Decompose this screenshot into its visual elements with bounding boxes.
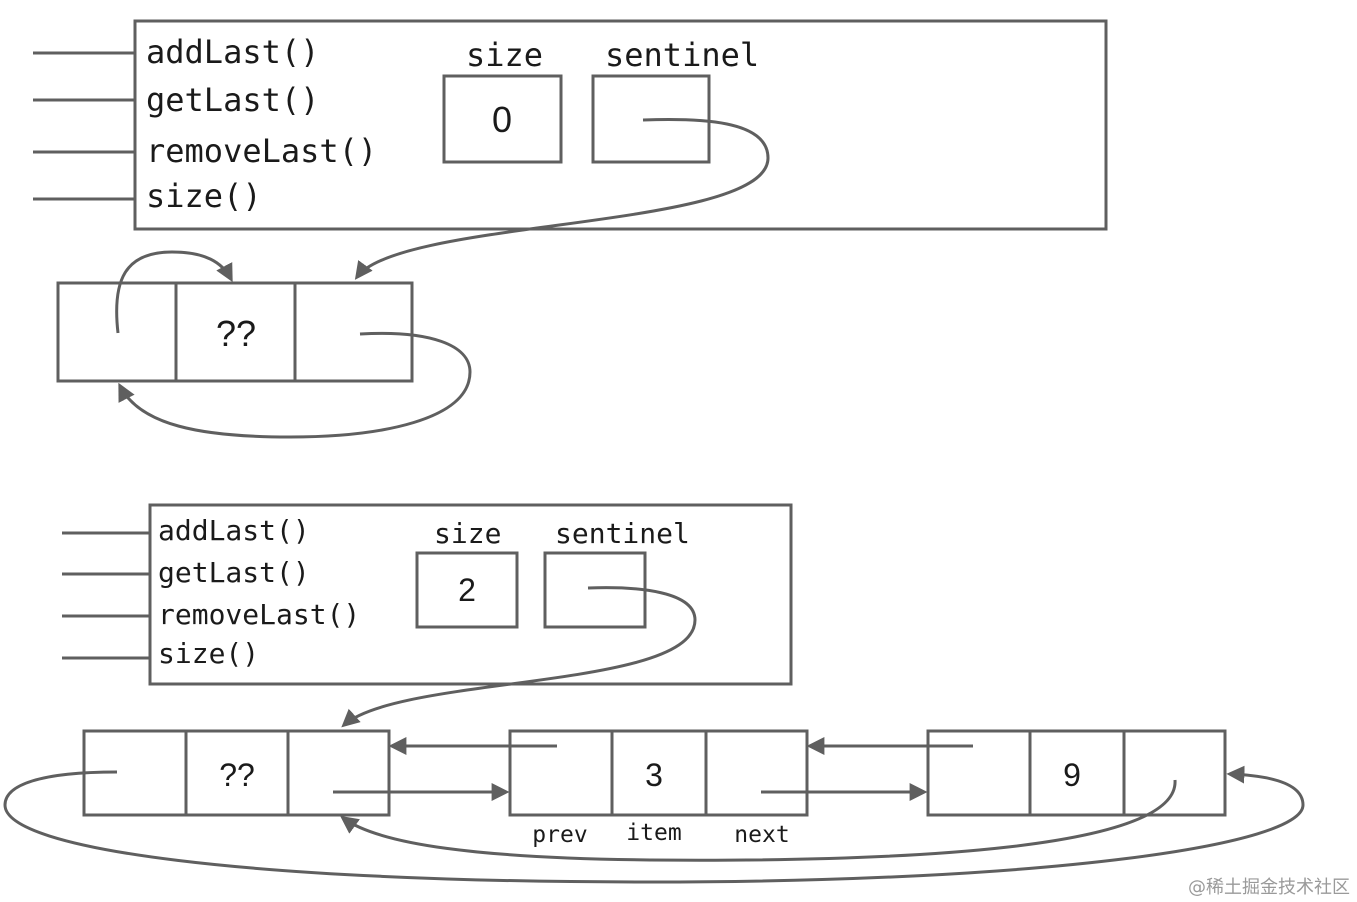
top-sentinel-item: ??	[216, 313, 256, 354]
node-9-next-to-sentinel-arrow	[340, 779, 1177, 862]
bottom-sentinel-node-box	[82, 729, 391, 817]
top-method-addlast: addLast()	[146, 33, 319, 71]
top-list-object: addLast() getLast() removeLast() size() …	[33, 19, 1108, 231]
node-3: 3 prev item next	[508, 729, 809, 848]
bottom-method-addlast: addLast()	[158, 514, 310, 547]
top-method-size: size()	[146, 177, 262, 215]
node-9: 9	[926, 729, 1227, 817]
field-label-next: next	[734, 822, 789, 848]
top-next-self-arrow	[118, 331, 472, 439]
node-3-item: 3	[645, 757, 663, 793]
node-9-item: 9	[1063, 757, 1081, 793]
bottom-object-box	[148, 503, 793, 686]
top-sentinel-label: sentinel	[605, 36, 759, 74]
bottom-sentinel-item: ??	[219, 757, 255, 793]
top-size-field	[442, 74, 563, 164]
bottom-method-size: size()	[158, 637, 259, 670]
top-sentinel-node: ??	[56, 281, 414, 383]
top-size-value: 0	[492, 99, 512, 140]
top-prev-self-arrow	[115, 250, 233, 334]
bottom-size-field	[415, 551, 519, 629]
watermark: @稀土掘金技术社区	[1188, 877, 1350, 898]
bottom-size-value: 2	[458, 572, 476, 608]
top-sentinel-pointer-arrow	[354, 117, 770, 280]
bottom-list-object: addLast() getLast() removeLast() size() …	[62, 503, 793, 686]
bottom-sentinel-pointer-arrow	[341, 586, 697, 728]
node-9-box	[926, 729, 1227, 817]
top-method-removelast: removeLast()	[146, 132, 377, 170]
field-label-item: item	[626, 820, 681, 846]
node-3-box	[508, 729, 809, 817]
top-size-label: size	[466, 36, 543, 74]
bottom-method-getlast: getLast()	[158, 556, 310, 589]
bottom-method-removelast: removeLast()	[158, 598, 360, 631]
bottom-size-label: size	[434, 517, 501, 550]
bottom-sentinel-field	[543, 551, 647, 629]
sentinel-prev-to-last-arrow	[3, 765, 1305, 884]
bottom-sentinel-label: sentinel	[555, 517, 690, 550]
bottom-sentinel-node: ??	[82, 729, 391, 817]
field-label-prev: prev	[532, 822, 587, 848]
top-method-getlast: getLast()	[146, 81, 319, 119]
